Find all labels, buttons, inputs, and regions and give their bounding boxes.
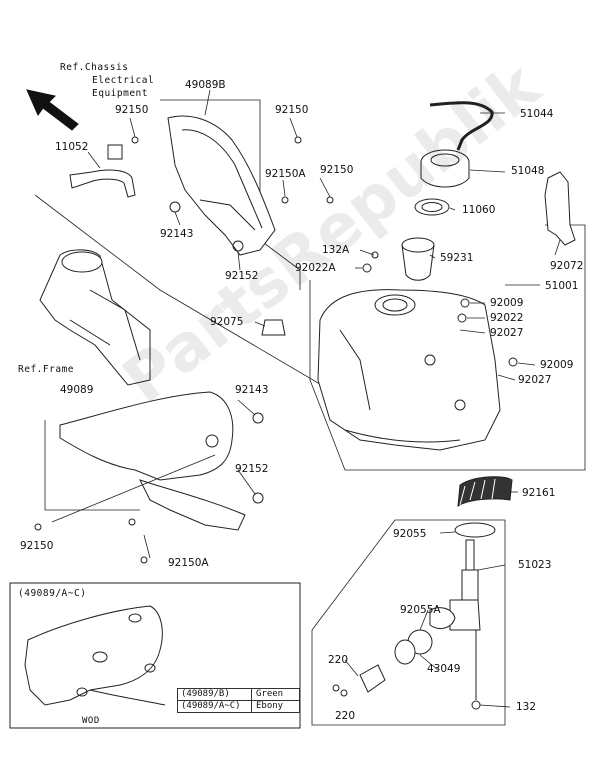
part-label: 92072 [550,260,584,272]
bolt-icon [131,136,139,144]
ref-frame: Ref.Frame [18,364,74,375]
ref-chassis-line2: Electrical [92,75,155,86]
color-legend: (49089/B) Green (49089/A~C) Ebony [177,688,300,713]
inset-code: WOD [82,716,100,726]
part-label: 11052 [55,141,89,153]
part-label: 92161 [522,487,556,499]
fuel-cap [420,149,470,188]
ref-chassis-line3: Equipment [92,88,148,99]
ref-chassis-line1: Ref.Chassis [60,62,129,73]
inset-box [9,582,301,729]
washer-icon [457,313,467,323]
shroud-group-line [44,420,140,511]
washer-icon [232,240,244,252]
inset-shroud [24,605,166,706]
part-label: 92075 [210,316,244,328]
part-label: 92150A [168,557,209,569]
part-label: 132A [322,244,350,256]
part-label: 92150 [20,540,54,552]
inset-title: (49089/A~C) [18,588,87,599]
frame-reference [39,249,151,386]
shroud-b [167,115,276,256]
legend-code: (49089/A~C) [178,701,252,712]
part-label: 92143 [235,384,269,396]
part-label: 92150 [115,104,149,116]
part-label: 92022 [490,312,524,324]
bolt-icon [340,689,348,697]
tank-group-line [309,224,586,471]
tank-strap [544,171,576,246]
part-label: 51048 [511,165,545,177]
washer-icon [362,263,372,273]
washer-icon [508,357,518,367]
part-label: 220 [335,710,356,722]
breather-hose [429,101,494,151]
part-label: 220 [328,654,349,666]
side-shroud [59,391,246,531]
legend-code: (49089/B) [178,689,252,700]
part-label: 92143 [160,228,194,240]
part-label: 132 [516,701,537,713]
part-label: 92022A [295,262,336,274]
part-label: 92152 [225,270,259,282]
bolt-icon [34,523,42,531]
part-label: 92152 [235,463,269,475]
bracket-11052 [69,144,136,198]
petcock-group-line [311,519,506,726]
part-label: 92009 [540,359,574,371]
part-label: 11060 [462,204,496,216]
grommet-92075 [261,319,286,336]
part-label: 92009 [490,297,524,309]
part-label: 51044 [520,108,554,120]
washer-icon [252,492,264,504]
bolt-icon [140,556,148,564]
legend-row: (49089/B) Green [178,689,299,701]
part-label: 49089 [60,384,94,396]
fuel-petcock [359,522,496,710]
legend-color: Ebony [256,701,284,711]
part-label: 51023 [518,559,552,571]
legend-row: (49089/A~C) Ebony [178,701,299,712]
washer-icon [460,298,470,308]
washer-icon [252,412,264,424]
chassis-ref-line [34,194,331,391]
fuel-filter [401,237,435,281]
bolt-icon [294,136,302,144]
part-label: 92150A [265,168,306,180]
part-label: 49089B [185,79,226,91]
part-label: 92150 [320,164,354,176]
bolt-icon [332,684,340,692]
leader-lines [51,89,561,708]
direction-arrow [26,89,79,131]
part-label: 51001 [545,280,579,292]
part-label: 59231 [440,252,474,264]
part-label: 92027 [518,374,552,386]
cap-gasket [414,198,450,216]
fuel-tank [317,289,501,451]
part-label: 92055A [400,604,441,616]
bolt-icon [371,251,379,259]
bolt-icon [281,196,289,204]
washer-icon [169,201,181,213]
legend-color: Green [256,689,284,699]
tank-pad [457,476,513,507]
part-label: 92150 [275,104,309,116]
part-label: 92055 [393,528,427,540]
part-label: 43049 [427,663,461,675]
part-label: 92027 [490,327,524,339]
